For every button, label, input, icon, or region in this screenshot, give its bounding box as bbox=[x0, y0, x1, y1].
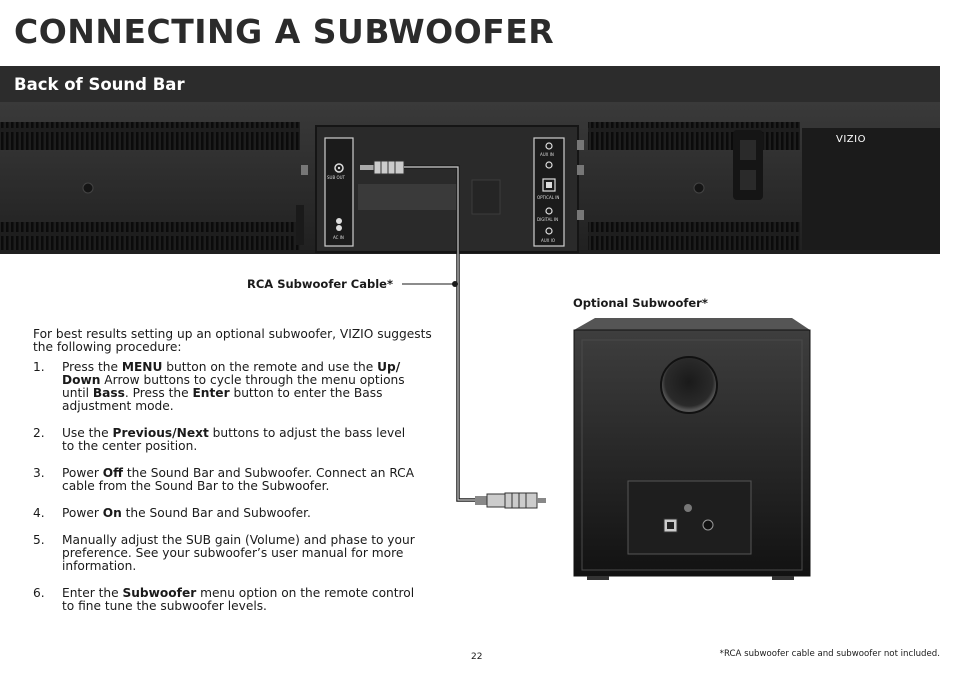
rca-cable bbox=[360, 160, 546, 509]
step-text: Enter the bbox=[62, 586, 123, 600]
instruction-step: 2. Use the Previous/Next buttons to adjus… bbox=[33, 427, 418, 453]
section-title: Back of Sound Bar bbox=[14, 75, 185, 94]
step-number: 6. bbox=[33, 586, 45, 600]
instruction-step: 5. Manually adjust the SUB gain (Volume) … bbox=[33, 534, 418, 573]
step-text: the Sound Bar and Subwoofer. Connect an … bbox=[62, 466, 415, 493]
step-keyword: Enter bbox=[192, 386, 230, 400]
step-keyword: On bbox=[102, 506, 122, 520]
step-text: Power bbox=[62, 506, 103, 520]
instruction-step: 1. Press the MENU button on the remote an… bbox=[33, 361, 418, 413]
step-number: 2. bbox=[33, 426, 45, 440]
step-keyword: Subwoofer bbox=[122, 586, 197, 600]
step-text: Power bbox=[62, 466, 103, 480]
digital-in-label: DIGITAL IN bbox=[537, 217, 559, 222]
step-number: 1. bbox=[33, 360, 45, 374]
instruction-step: 4. Power On the Sound Bar and Subwoofer. bbox=[33, 507, 418, 520]
rca-label-leader bbox=[402, 281, 458, 287]
step-number: 5. bbox=[33, 533, 45, 547]
subwoofer bbox=[573, 318, 811, 580]
step-keyword: Up/ Down bbox=[62, 360, 401, 387]
step-text: Manually adjust the SUB gain (Volume) an… bbox=[62, 533, 415, 573]
step-text: buttons to adjust the bass level to the … bbox=[62, 426, 406, 453]
step-number: 3. bbox=[33, 466, 45, 480]
step-text: button on the remote and use the bbox=[162, 360, 378, 374]
instructions-intro: For best results setting up an optional … bbox=[33, 327, 432, 354]
instruction-step: 6. Enter the Subwoofer menu option on the… bbox=[33, 587, 418, 613]
vizio-logo: VIZIO bbox=[836, 134, 866, 145]
step-text: button to enter the Bass adjustment mode… bbox=[62, 386, 383, 413]
footnote: *RCA subwoofer cable and subwoofer not i… bbox=[719, 649, 940, 659]
sub-out-label: SUB OUT bbox=[327, 175, 346, 180]
step-text: menu option on the remote control to fin… bbox=[62, 586, 415, 613]
step-text: Press the bbox=[62, 360, 122, 374]
page-number: 22 bbox=[471, 652, 483, 662]
rca-cable-label: RCA Subwoofer Cable* bbox=[247, 277, 393, 291]
step-keyword: MENU bbox=[121, 360, 163, 374]
step-text: . Press the bbox=[124, 386, 193, 400]
aux-io-label: AUX IO bbox=[541, 238, 556, 243]
step-keyword: Bass bbox=[92, 386, 125, 400]
step-keyword: Previous/Next bbox=[112, 426, 209, 440]
aux-in-label: AUX IN bbox=[540, 152, 554, 157]
soundbar-back bbox=[0, 102, 940, 254]
step-text: Arrow buttons to cycle through the menu … bbox=[62, 373, 405, 400]
page-title: CONNECTING A SUBWOOFER bbox=[14, 12, 555, 51]
section-header-bar bbox=[0, 66, 940, 102]
step-keyword: Off bbox=[102, 466, 123, 480]
instruction-steps: 1. Press the MENU button on the remote an… bbox=[33, 361, 418, 627]
instruction-step: 3. Power Off the Sound Bar and Subwoofer.… bbox=[33, 467, 418, 493]
optional-subwoofer-label: Optional Subwoofer* bbox=[573, 296, 708, 310]
step-text: Use the bbox=[62, 426, 113, 440]
step-text: the Sound Bar and Subwoofer. bbox=[121, 506, 311, 520]
ac-in-label: AC IN bbox=[333, 235, 344, 240]
step-number: 4. bbox=[33, 506, 45, 520]
optical-in-label: OPTICAL IN bbox=[537, 195, 560, 200]
